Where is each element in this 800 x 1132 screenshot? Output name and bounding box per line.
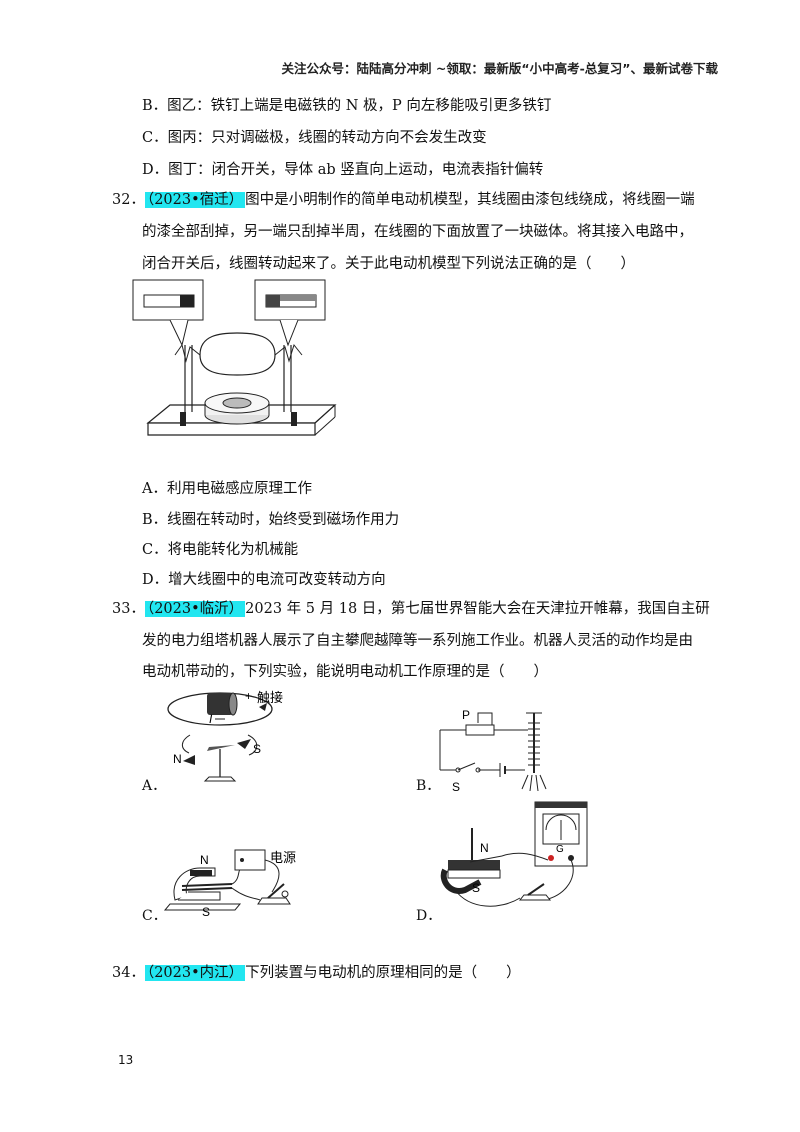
q34-number: 34． <box>112 965 145 981</box>
q33-figure-d: G N S <box>440 801 588 907</box>
q32-source-tag: （2023•宿迁） <box>144 192 246 208</box>
q32-option-d: D．增大线圈中的电流可改变转动方向 <box>142 572 386 588</box>
q32-stem-2: 的漆全部刮掉，另一端只刮掉半周，在线圈的下面放置了一块磁体。将其接入电路中， <box>142 224 693 240</box>
fig-a-north: N <box>173 752 182 766</box>
fig-d-north: N <box>480 841 489 855</box>
q33-figure-a: + 触接 I N S <box>167 689 283 782</box>
fig-a-south: S <box>253 742 261 756</box>
q34-source-tag: （2023•内江） <box>144 965 246 981</box>
q33-figure-b: P S <box>439 708 547 794</box>
fig-c-north: N <box>200 853 209 867</box>
fig-a-plus: + <box>245 689 252 703</box>
q32-motor-figure <box>132 279 337 436</box>
q33-stem-2: 发的电力组塔机器人展示了自主攀爬越障等一系列施工作业。机器人灵活的动作均是由 <box>142 633 693 649</box>
fig-d-south: S <box>472 881 480 895</box>
fig-b-slider: P <box>462 708 470 722</box>
fig-c-power: 电源 <box>270 850 296 865</box>
q33-stem-1: 2023 年 5 月 18 日，第七届世界智能大会在天津拉开帷幕，我国自主研 <box>245 601 710 617</box>
prev-option-d: D．图丁：闭合开关，导体 ab 竖直向上运动，电流表指针偏转 <box>142 162 544 178</box>
q33-label-a: A． <box>142 778 167 794</box>
q33-figure-c: N S 电源 <box>163 849 296 919</box>
q33-label-b: B． <box>416 778 441 794</box>
q33-label-d: D． <box>416 908 442 924</box>
q32-number: 32． <box>112 192 145 208</box>
fig-c-south: S <box>202 905 210 919</box>
q32-stem-3: 闭合开关后，线圈转动起来了。关于此电动机模型下列说法正确的是（ ） <box>142 256 635 272</box>
page-header: 关注公众号：陆陆高分冲刺 ~领取：最新版“小中高考-总复习”、最新试卷下载 <box>281 61 718 76</box>
q34-line1: 34．（2023•内江）下列装置与电动机的原理相同的是（ ） <box>112 963 521 983</box>
q33-source-tag: （2023•临沂） <box>144 601 246 617</box>
q34-stem-1: 下列装置与电动机的原理相同的是（ ） <box>245 965 521 981</box>
q32-option-a: A．利用电磁感应原理工作 <box>142 481 312 497</box>
q32-option-c: C．将电能转化为机械能 <box>142 542 299 558</box>
fig-a-current: I <box>209 712 213 726</box>
q33-label-c: C． <box>142 908 167 924</box>
fig-b-switch: S <box>452 780 460 794</box>
q32-line1: 32．（2023•宿迁）图中是小明制作的简单电动机模型，其线圈由漆包线绕成，将线… <box>112 190 695 210</box>
fig-d-meter: G <box>556 844 564 855</box>
q33-line1: 33．（2023•临沂）2023 年 5 月 18 日，第七届世界智能大会在天津… <box>112 599 710 619</box>
page-number: 13 <box>118 1053 134 1067</box>
prev-option-b: B．图乙：铁钉上端是电磁铁的 N 极，P 向左移能吸引更多铁钉 <box>142 98 552 114</box>
q32-stem-1: 图中是小明制作的简单电动机模型，其线圈由漆包线绕成，将线圈一端 <box>245 192 695 208</box>
q33-stem-3: 电动机带动的，下列实验，能说明电动机工作原理的是（ ） <box>142 664 548 680</box>
q33-number: 33． <box>112 601 145 617</box>
q32-option-b: B．线圈在转动时，始终受到磁场作用力 <box>142 512 400 528</box>
prev-option-c: C．图丙：只对调磁极，线圈的转动方向不会发生改变 <box>142 130 487 146</box>
fig-a-touch: 触接 <box>257 690 283 705</box>
